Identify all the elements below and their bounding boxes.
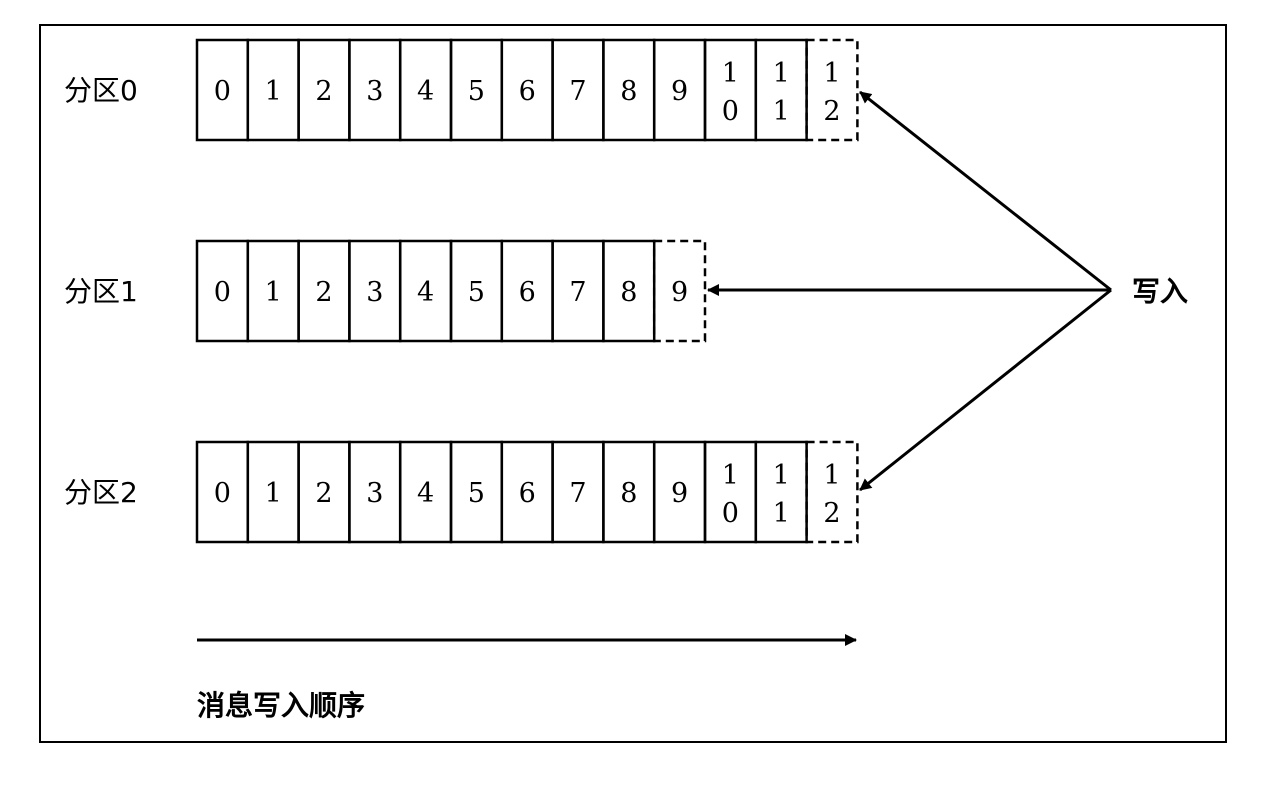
message-cell: 6	[500, 38, 554, 142]
cell-value-digit: 1	[823, 58, 840, 89]
message-cell: 1	[246, 38, 300, 142]
cell-value: 7	[569, 478, 586, 509]
message-cell: 7	[551, 440, 605, 544]
cell-value-digit: 1	[722, 58, 739, 89]
message-cell: 4	[398, 239, 453, 343]
message-cell: 4	[398, 38, 453, 142]
cell-value: 5	[468, 478, 485, 509]
message-cell: 10	[703, 38, 758, 142]
cell-value-digit: 2	[823, 498, 840, 529]
message-cell: 11	[754, 38, 808, 142]
cell-value: 8	[620, 478, 637, 509]
message-cell: 9	[652, 440, 707, 544]
message-cell: 0	[195, 38, 250, 142]
cell-value: 4	[417, 76, 434, 107]
message-cell: 0	[195, 440, 250, 544]
message-cell: 5	[449, 239, 504, 343]
partition-label: 分区0	[64, 74, 138, 107]
message-cell: 7	[551, 38, 605, 142]
message-cell: 2	[297, 38, 351, 142]
cell-value-digit: 1	[722, 460, 739, 491]
order-label: 消息写入顺序	[197, 689, 365, 722]
message-cell: 7	[551, 239, 605, 343]
cell-value: 2	[315, 76, 332, 107]
cell-value: 1	[265, 277, 282, 308]
cell-value: 0	[214, 478, 231, 509]
message-cell: 5	[449, 38, 504, 142]
cell-value: 0	[214, 76, 231, 107]
next-write-slot: 9	[652, 239, 707, 343]
message-cell: 3	[348, 239, 402, 343]
cell-value-digit: 1	[823, 460, 840, 491]
write-label: 写入	[1132, 275, 1188, 308]
message-cell: 6	[500, 440, 554, 544]
partition-row-1: 分区1 0 1 2 3 4 5 6 7 8 9	[64, 239, 707, 343]
next-write-slot: 12	[805, 38, 859, 142]
write-arrows	[707, 90, 1112, 492]
message-cell: 2	[297, 239, 351, 343]
write-arrow-partition-2	[859, 288, 1112, 492]
cell-value: 5	[468, 76, 485, 107]
partition-label: 分区1	[64, 275, 138, 308]
cell-value: 0	[214, 277, 231, 308]
message-cell: 4	[398, 440, 453, 544]
cell-value-digit: 0	[722, 96, 739, 127]
cell-value: 1	[265, 76, 282, 107]
cell-value: 9	[671, 277, 688, 308]
cell-value: 6	[519, 277, 536, 308]
cell-value: 8	[620, 76, 637, 107]
cell-value: 9	[671, 76, 688, 107]
cell-value: 3	[366, 76, 383, 107]
cell-value: 4	[417, 478, 434, 509]
message-cell: 11	[754, 440, 808, 544]
message-cell: 8	[602, 440, 656, 544]
cell-value: 8	[620, 277, 637, 308]
message-cell: 8	[602, 38, 656, 142]
cell-value: 6	[519, 478, 536, 509]
cell-value: 5	[468, 277, 485, 308]
cell-value-digit: 2	[823, 96, 840, 127]
cell-value-digit: 1	[773, 96, 790, 127]
message-cell: 8	[602, 239, 656, 343]
write-arrow-partition-0	[859, 90, 1112, 292]
cell-value: 3	[366, 478, 383, 509]
next-write-slot: 12	[805, 440, 859, 544]
partition-label: 分区2	[64, 476, 138, 509]
message-cell: 1	[246, 239, 300, 343]
cell-value: 7	[569, 76, 586, 107]
message-cell: 0	[195, 239, 250, 343]
message-cell: 6	[500, 239, 554, 343]
cell-value-digit: 0	[722, 498, 739, 529]
cell-value: 7	[569, 277, 586, 308]
message-cell: 3	[348, 38, 402, 142]
cell-value: 2	[315, 478, 332, 509]
diagram-frame	[39, 24, 1227, 743]
cell-value: 6	[519, 76, 536, 107]
message-cell: 5	[449, 440, 504, 544]
cell-value: 4	[417, 277, 434, 308]
cell-value: 2	[315, 277, 332, 308]
cell-value-digit: 1	[773, 460, 790, 491]
message-cell: 9	[652, 38, 707, 142]
message-cell: 1	[246, 440, 300, 544]
cell-value: 3	[366, 277, 383, 308]
message-cell: 2	[297, 440, 351, 544]
cell-value: 1	[265, 478, 282, 509]
cell-value-digit: 1	[773, 498, 790, 529]
cell-value-digit: 1	[773, 58, 790, 89]
message-cell: 10	[703, 440, 758, 544]
message-cell: 3	[348, 440, 402, 544]
cell-value: 9	[671, 478, 688, 509]
